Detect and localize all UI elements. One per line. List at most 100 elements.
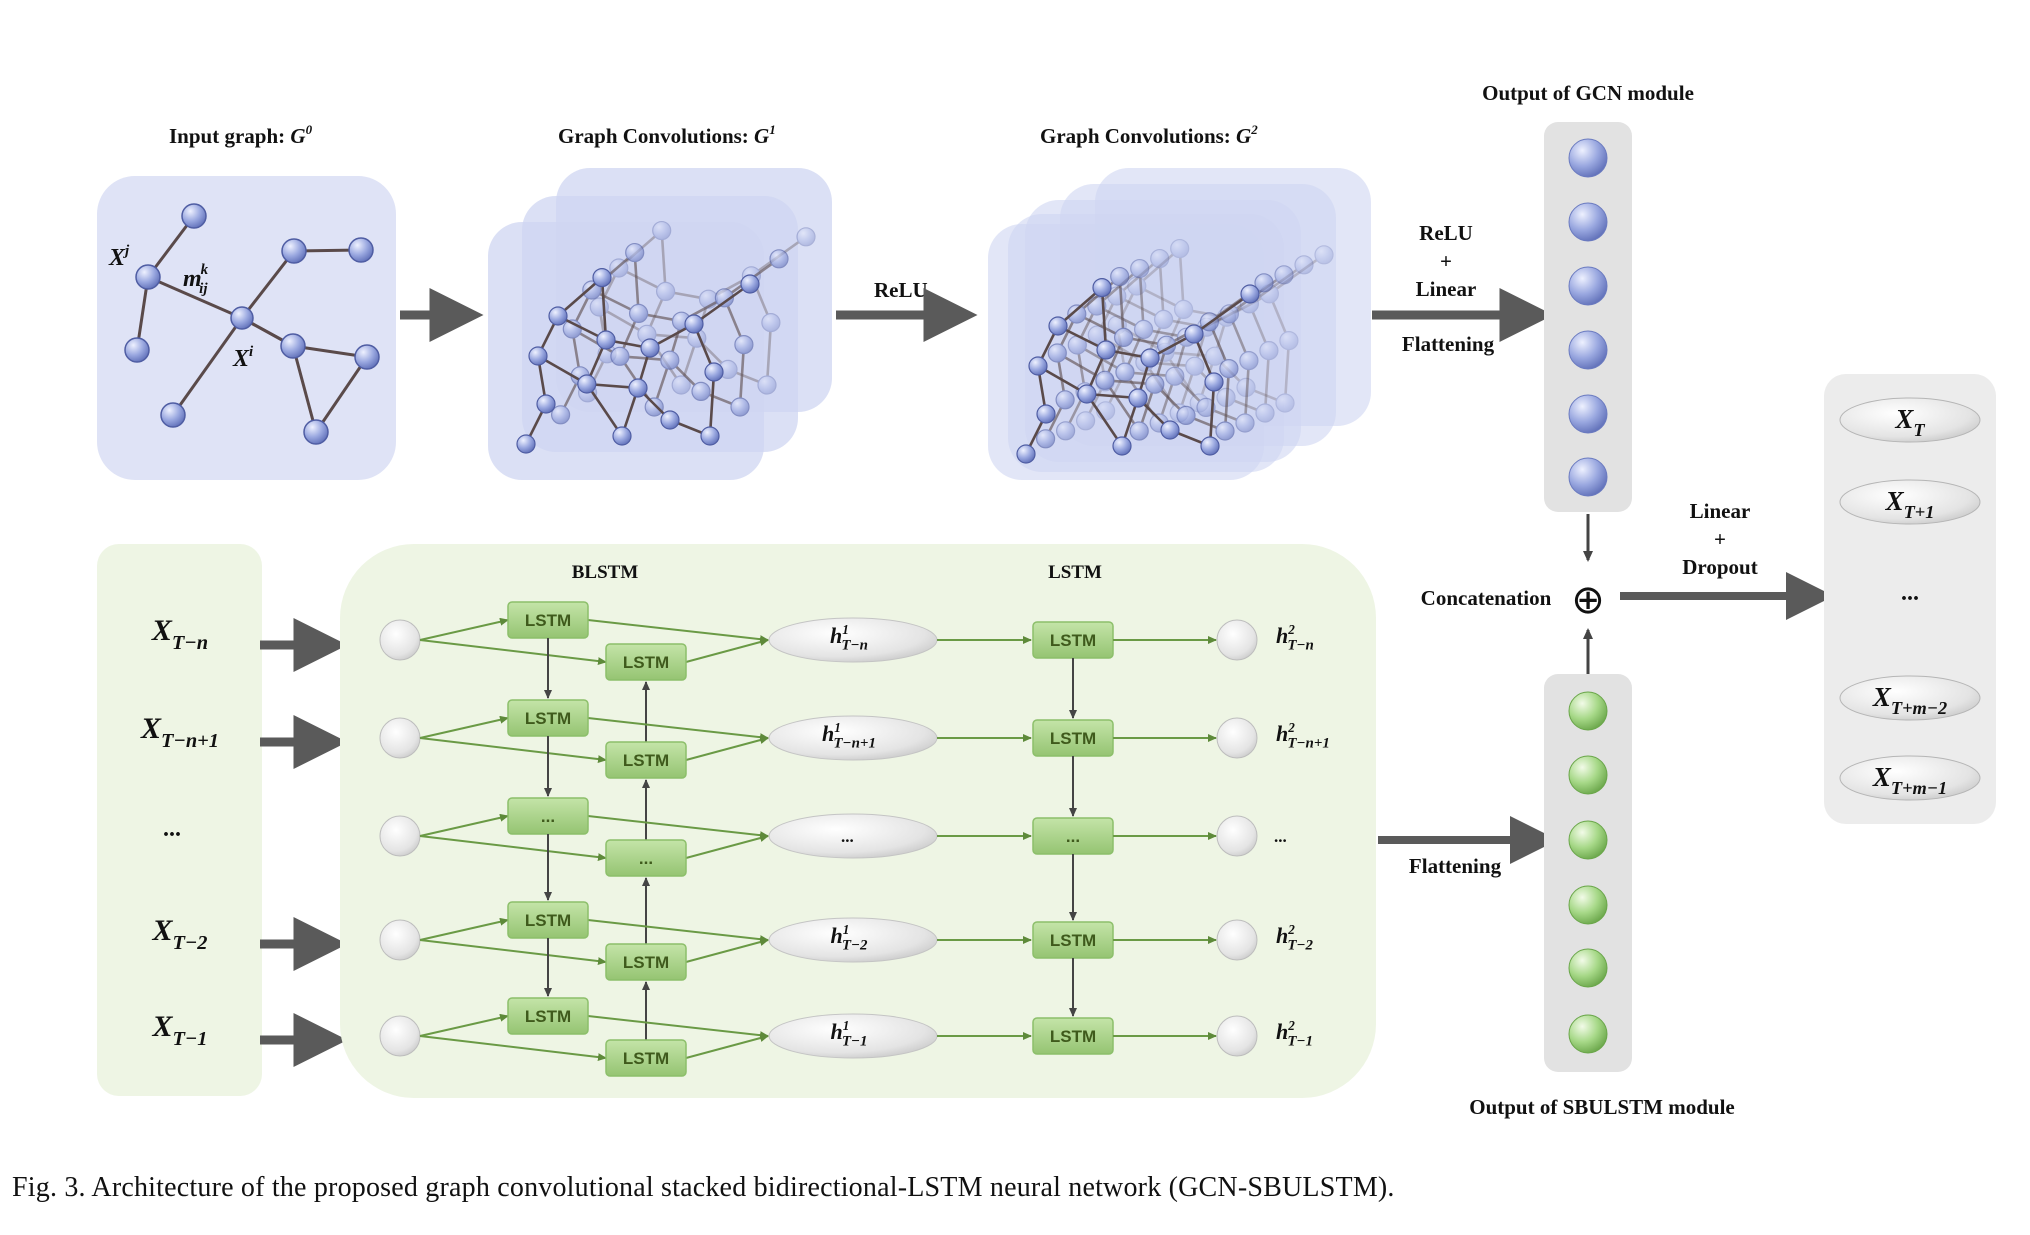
graph-node: [1259, 341, 1279, 361]
relu-linear-line2: +: [1440, 249, 1452, 273]
graph-node: [1075, 411, 1096, 431]
graph-node: [348, 237, 374, 263]
prediction-label: XT+1: [1885, 486, 1935, 522]
backward-lstm-cell: [605, 741, 687, 779]
graph-node: [1274, 265, 1294, 285]
graph-edge: [1178, 248, 1185, 310]
graph-node: [1048, 316, 1068, 336]
linear-dropout-line2: +: [1714, 527, 1726, 551]
graph-node: [548, 306, 568, 326]
graph-node: [1254, 273, 1274, 293]
graph-node: [1196, 397, 1216, 417]
graph-node: [730, 397, 750, 417]
graph-node: [592, 268, 612, 288]
lstm-edge: [587, 619, 769, 644]
graph-node: [124, 337, 150, 363]
conv-graph-layer: [550, 242, 789, 425]
lstm-edge: [419, 917, 509, 941]
graph-node: [1047, 343, 1067, 363]
lstm-edge: [419, 715, 509, 739]
graph-node: [1115, 362, 1135, 382]
prediction-oval: [1839, 397, 1981, 443]
graph-node: [734, 335, 754, 355]
lstm-input-node: [379, 815, 421, 857]
linear-dropout-line3: Dropout: [1682, 555, 1757, 579]
graph-node: [1140, 348, 1160, 368]
lstm-edge: [419, 617, 509, 641]
sbulstm-output-title: Output of SBULSTM module: [1469, 1095, 1734, 1119]
conv1-title: Graph Convolutions: G1: [558, 122, 776, 148]
graph-node: [714, 288, 735, 308]
graph-node: [1096, 340, 1116, 360]
concat-symbol: ⊕: [1571, 577, 1605, 623]
graph-node: [660, 410, 680, 430]
graph-node: [1067, 304, 1087, 324]
graph-edge: [1085, 393, 1124, 447]
graph-edge: [660, 230, 667, 292]
forward-lstm-label: ...: [541, 807, 555, 826]
graph-node: [652, 220, 672, 241]
gcn-output-node: [1568, 202, 1608, 242]
h1-ellipsis: ...: [841, 827, 854, 846]
graph-edge: [600, 277, 608, 341]
h2-node: [1216, 919, 1258, 961]
graph-node: [181, 203, 207, 229]
prediction-label: XT: [1894, 404, 1925, 440]
graph-node: [135, 264, 161, 290]
graph-node: [1035, 429, 1056, 449]
graph-edge: [1223, 368, 1231, 432]
graph-edge: [1118, 276, 1125, 338]
prediction-ellipsis: ...: [1901, 580, 1919, 606]
node-label-xi: Xi: [232, 344, 254, 372]
sbulstm-output-node: [1568, 755, 1608, 795]
stacked-lstm-label: LSTM: [1050, 631, 1096, 650]
graph-node: [1153, 309, 1174, 329]
stacked-lstm-label: LSTM: [1050, 1027, 1096, 1046]
sbulstm-output-node: [1568, 691, 1608, 731]
graph-node: [1130, 258, 1150, 279]
graph-node: [1113, 327, 1134, 347]
forward-lstm-label: LSTM: [525, 709, 571, 728]
gcn-output-node: [1568, 330, 1608, 370]
lstm-title: LSTM: [1048, 562, 1102, 583]
h2-node: [1216, 717, 1258, 759]
input-sequence: XT−nXT−n+1...XT−2XT−1: [140, 614, 348, 1067]
graph-node: [589, 297, 609, 317]
graph-node: [1219, 359, 1239, 379]
graph-node: [1170, 238, 1190, 259]
lstm-edge: [419, 813, 509, 837]
h2-node: [1216, 1015, 1258, 1057]
lstm-edge: [587, 717, 769, 742]
graph-edge: [557, 276, 603, 317]
graph-edge: [1057, 286, 1103, 327]
stacked-lstm-label: ...: [1066, 827, 1080, 846]
graph-node: [628, 378, 648, 398]
graph-node: [1036, 404, 1056, 424]
graph-node: [1255, 403, 1275, 423]
lstm-edge: [419, 1035, 607, 1062]
lstm-edge: [685, 736, 769, 761]
graph-edge: [1100, 287, 1108, 351]
concat-label: Concatenation: [1421, 586, 1552, 610]
input-ellipsis: ...: [163, 816, 181, 842]
graph-node: [1110, 266, 1130, 287]
conv1-graphs: [516, 220, 816, 454]
stacked-lstm-label: LSTM: [1050, 931, 1096, 950]
input-label: XT−n+1: [140, 712, 219, 752]
sbulstm-output-node: [1568, 948, 1608, 988]
graph-node: [582, 280, 602, 300]
graph-node: [757, 375, 777, 395]
lstm-edge: [419, 737, 607, 764]
graph-node: [1176, 405, 1196, 425]
input-label: XT−1: [151, 1010, 207, 1050]
conv-graph-layer: [1016, 278, 1260, 464]
lstm-edge: [685, 638, 769, 663]
prediction-label: XT+m−2: [1872, 682, 1947, 718]
h2-node: [1216, 619, 1258, 661]
graph-node: [1128, 388, 1148, 408]
input-graph-title: Input graph: G0: [169, 122, 313, 148]
graph-node: [644, 397, 664, 417]
